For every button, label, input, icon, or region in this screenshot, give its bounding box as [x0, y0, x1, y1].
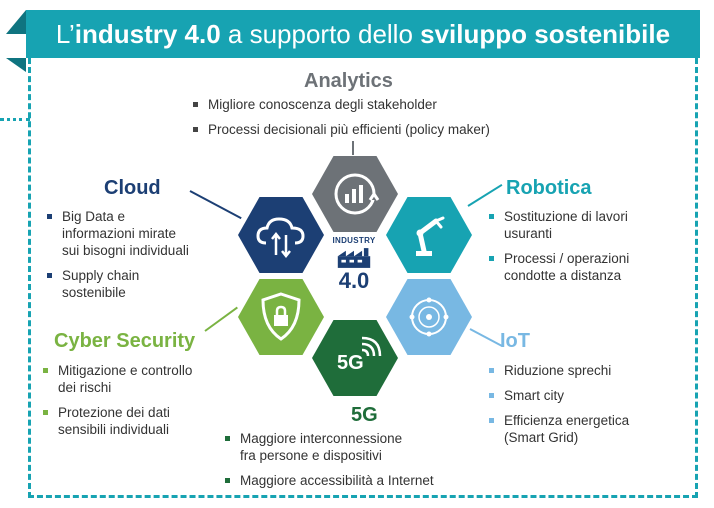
iot-heading: IoT [500, 330, 530, 352]
network-icon [409, 297, 449, 337]
shield-lock-icon [261, 292, 301, 341]
page-title: L’industry 4.0 a supporto dello sviluppo… [26, 10, 700, 58]
dashed-frame [28, 58, 698, 498]
side-dotted-line [0, 118, 30, 121]
factory-icon [337, 248, 371, 268]
title-fold-lower [6, 58, 26, 72]
cyber-heading: Cyber Security [54, 330, 196, 352]
list-item: Smart city [486, 387, 629, 404]
analytics-connector [352, 141, 354, 155]
title-bold-sustainable: sviluppo sostenibile [420, 19, 671, 49]
fiveg-hex: 5G [312, 320, 398, 396]
signal-icon [361, 336, 382, 357]
robotica-hex [386, 197, 472, 273]
analytics-chart-icon [334, 173, 380, 215]
list-item: Processi decisionali più efficienti (pol… [190, 121, 490, 138]
list-item: Migliore conoscenza degli stakeholder [190, 96, 490, 113]
title-middle: a supporto dello [220, 19, 421, 49]
analytics-heading: Analytics [304, 70, 393, 92]
fiveg-hex-label: 5G [337, 352, 364, 374]
iot-list: Riduzione sprechi Smart city Efficienza … [486, 362, 629, 454]
cloud-icon [256, 217, 305, 259]
center-label-top: INDUSTRY [332, 236, 376, 245]
fiveg-heading: 5G [351, 404, 378, 426]
list-item: Maggiore accessibilità a Internet [222, 472, 434, 489]
analytics-hex [312, 156, 398, 232]
center-label: INDUSTRY 4.0 [322, 236, 386, 293]
center-label-big: 4.0 [338, 268, 370, 293]
robotica-heading: Robotica [506, 177, 592, 199]
cloud-heading: Cloud [104, 177, 161, 199]
iot-hex [386, 279, 472, 355]
analytics-list: Migliore conoscenza degli stakeholder Pr… [190, 96, 490, 146]
title-bold-industry: industry 4.0 [74, 19, 221, 49]
title-fold [6, 10, 26, 34]
list-item: Riduzione sprechi [486, 362, 629, 379]
robot-arm-icon [416, 216, 445, 256]
title-prefix: L’ [55, 19, 75, 49]
list-item: Efficienza energetica(Smart Grid) [486, 412, 629, 446]
